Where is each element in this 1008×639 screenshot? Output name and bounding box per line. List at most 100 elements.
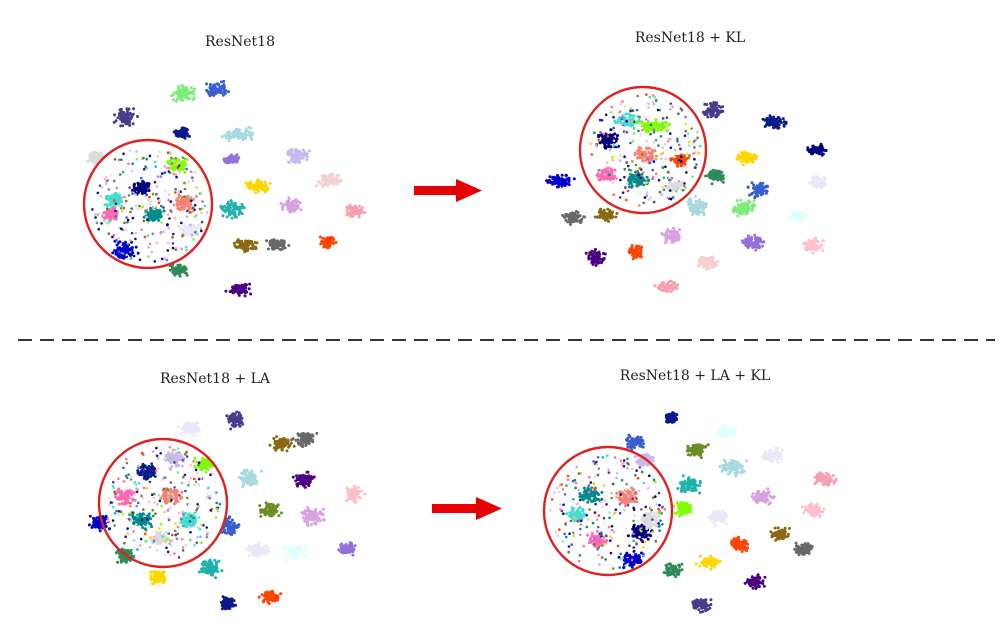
point-cluster <box>672 501 693 518</box>
highlight-circle-resnet18-kl <box>578 85 708 215</box>
point-cluster <box>746 181 769 200</box>
tsne-scatter-resnet18-la-kl <box>549 411 838 614</box>
right-arrow-icon <box>414 179 482 202</box>
point-cluster <box>112 107 139 128</box>
point-cluster <box>584 247 607 267</box>
mixed-point-cloud <box>589 93 702 207</box>
point-cluster <box>315 172 343 189</box>
point-cluster <box>615 486 639 508</box>
point-cluster <box>168 262 189 278</box>
point-cluster <box>664 411 679 424</box>
point-cluster <box>691 598 713 614</box>
panel-title-resnet18-la: ResNet18 + LA <box>160 371 271 387</box>
point-cluster <box>800 502 826 519</box>
point-cluster <box>640 511 661 531</box>
point-cluster <box>660 226 682 245</box>
point-cluster <box>730 535 750 553</box>
point-cluster <box>245 542 271 558</box>
point-cluster <box>282 544 308 563</box>
point-cluster <box>232 238 259 254</box>
point-cluster <box>714 423 738 439</box>
point-cluster <box>176 421 201 437</box>
point-cluster <box>806 142 828 157</box>
point-cluster <box>813 471 838 487</box>
point-cluster <box>694 554 722 571</box>
point-cluster <box>222 153 241 165</box>
point-cluster <box>205 79 231 98</box>
point-cluster <box>164 448 187 469</box>
point-cluster <box>345 203 367 219</box>
point-cluster <box>617 549 643 570</box>
point-cluster <box>676 474 702 495</box>
point-cluster <box>696 255 720 271</box>
point-cluster <box>172 126 191 140</box>
point-cluster <box>258 501 283 518</box>
point-cluster <box>268 435 296 453</box>
point-cluster <box>793 541 814 557</box>
point-cluster <box>701 101 725 119</box>
point-cluster <box>291 431 319 449</box>
point-cluster <box>300 506 326 528</box>
point-cluster <box>769 526 791 542</box>
highlight-circle-resnet18-la <box>97 437 229 569</box>
point-cluster <box>807 175 827 190</box>
right-arrow-icon <box>432 497 502 520</box>
point-cluster <box>149 569 167 586</box>
point-cluster <box>219 595 238 611</box>
mixed-point-cloud <box>91 149 209 263</box>
highlight-circle-resnet18-la-kl <box>542 445 674 577</box>
point-cluster <box>802 236 825 255</box>
point-cluster <box>237 468 264 489</box>
point-cluster <box>197 558 224 580</box>
point-cluster <box>193 456 214 474</box>
highlight-circle-resnet18 <box>82 138 214 270</box>
tsne-scatter-resnet18 <box>86 79 367 298</box>
point-cluster <box>149 530 172 546</box>
point-cluster <box>761 446 784 464</box>
point-cluster <box>740 233 766 252</box>
point-cluster <box>265 238 291 252</box>
point-cluster <box>337 541 357 557</box>
point-cluster <box>586 529 609 549</box>
point-cluster <box>653 279 680 293</box>
point-cluster <box>593 207 619 223</box>
point-cluster <box>785 207 810 224</box>
mixed-point-cloud <box>549 454 667 570</box>
point-cluster <box>718 458 748 478</box>
point-cluster <box>750 487 776 506</box>
mixed-point-cloud <box>106 445 222 559</box>
point-cluster <box>136 462 157 481</box>
point-cluster <box>707 509 729 528</box>
point-cluster <box>225 410 245 431</box>
point-cluster <box>257 589 283 606</box>
point-cluster <box>86 150 104 165</box>
point-cluster <box>561 209 586 226</box>
point-cluster <box>344 484 367 504</box>
panel-title-resnet18: ResNet18 <box>205 34 275 50</box>
point-cluster <box>761 114 788 130</box>
point-cluster <box>627 244 644 261</box>
point-cluster <box>224 282 253 298</box>
panel-title-resnet18-la-kl: ResNet18 + LA + KL <box>620 368 770 384</box>
point-cluster <box>291 470 316 489</box>
point-cluster <box>625 433 645 452</box>
point-cluster <box>630 146 658 165</box>
point-cluster <box>731 198 757 218</box>
tsne-scatter-resnet18-la <box>87 410 367 611</box>
point-cluster <box>685 443 710 460</box>
point-cluster <box>545 173 576 189</box>
point-cluster <box>179 510 200 529</box>
point-cluster <box>704 168 725 186</box>
point-cluster <box>318 235 338 250</box>
point-cluster <box>286 148 311 164</box>
point-cluster <box>279 196 303 214</box>
tsne-scatter-resnet18-kl <box>545 93 828 293</box>
point-cluster <box>662 562 684 579</box>
point-cluster <box>244 178 272 195</box>
panel-title-resnet18-kl: ResNet18 + KL <box>635 30 745 46</box>
point-cluster <box>743 573 767 590</box>
point-cluster <box>666 180 684 193</box>
point-cluster <box>686 195 708 217</box>
point-cluster <box>220 125 255 143</box>
